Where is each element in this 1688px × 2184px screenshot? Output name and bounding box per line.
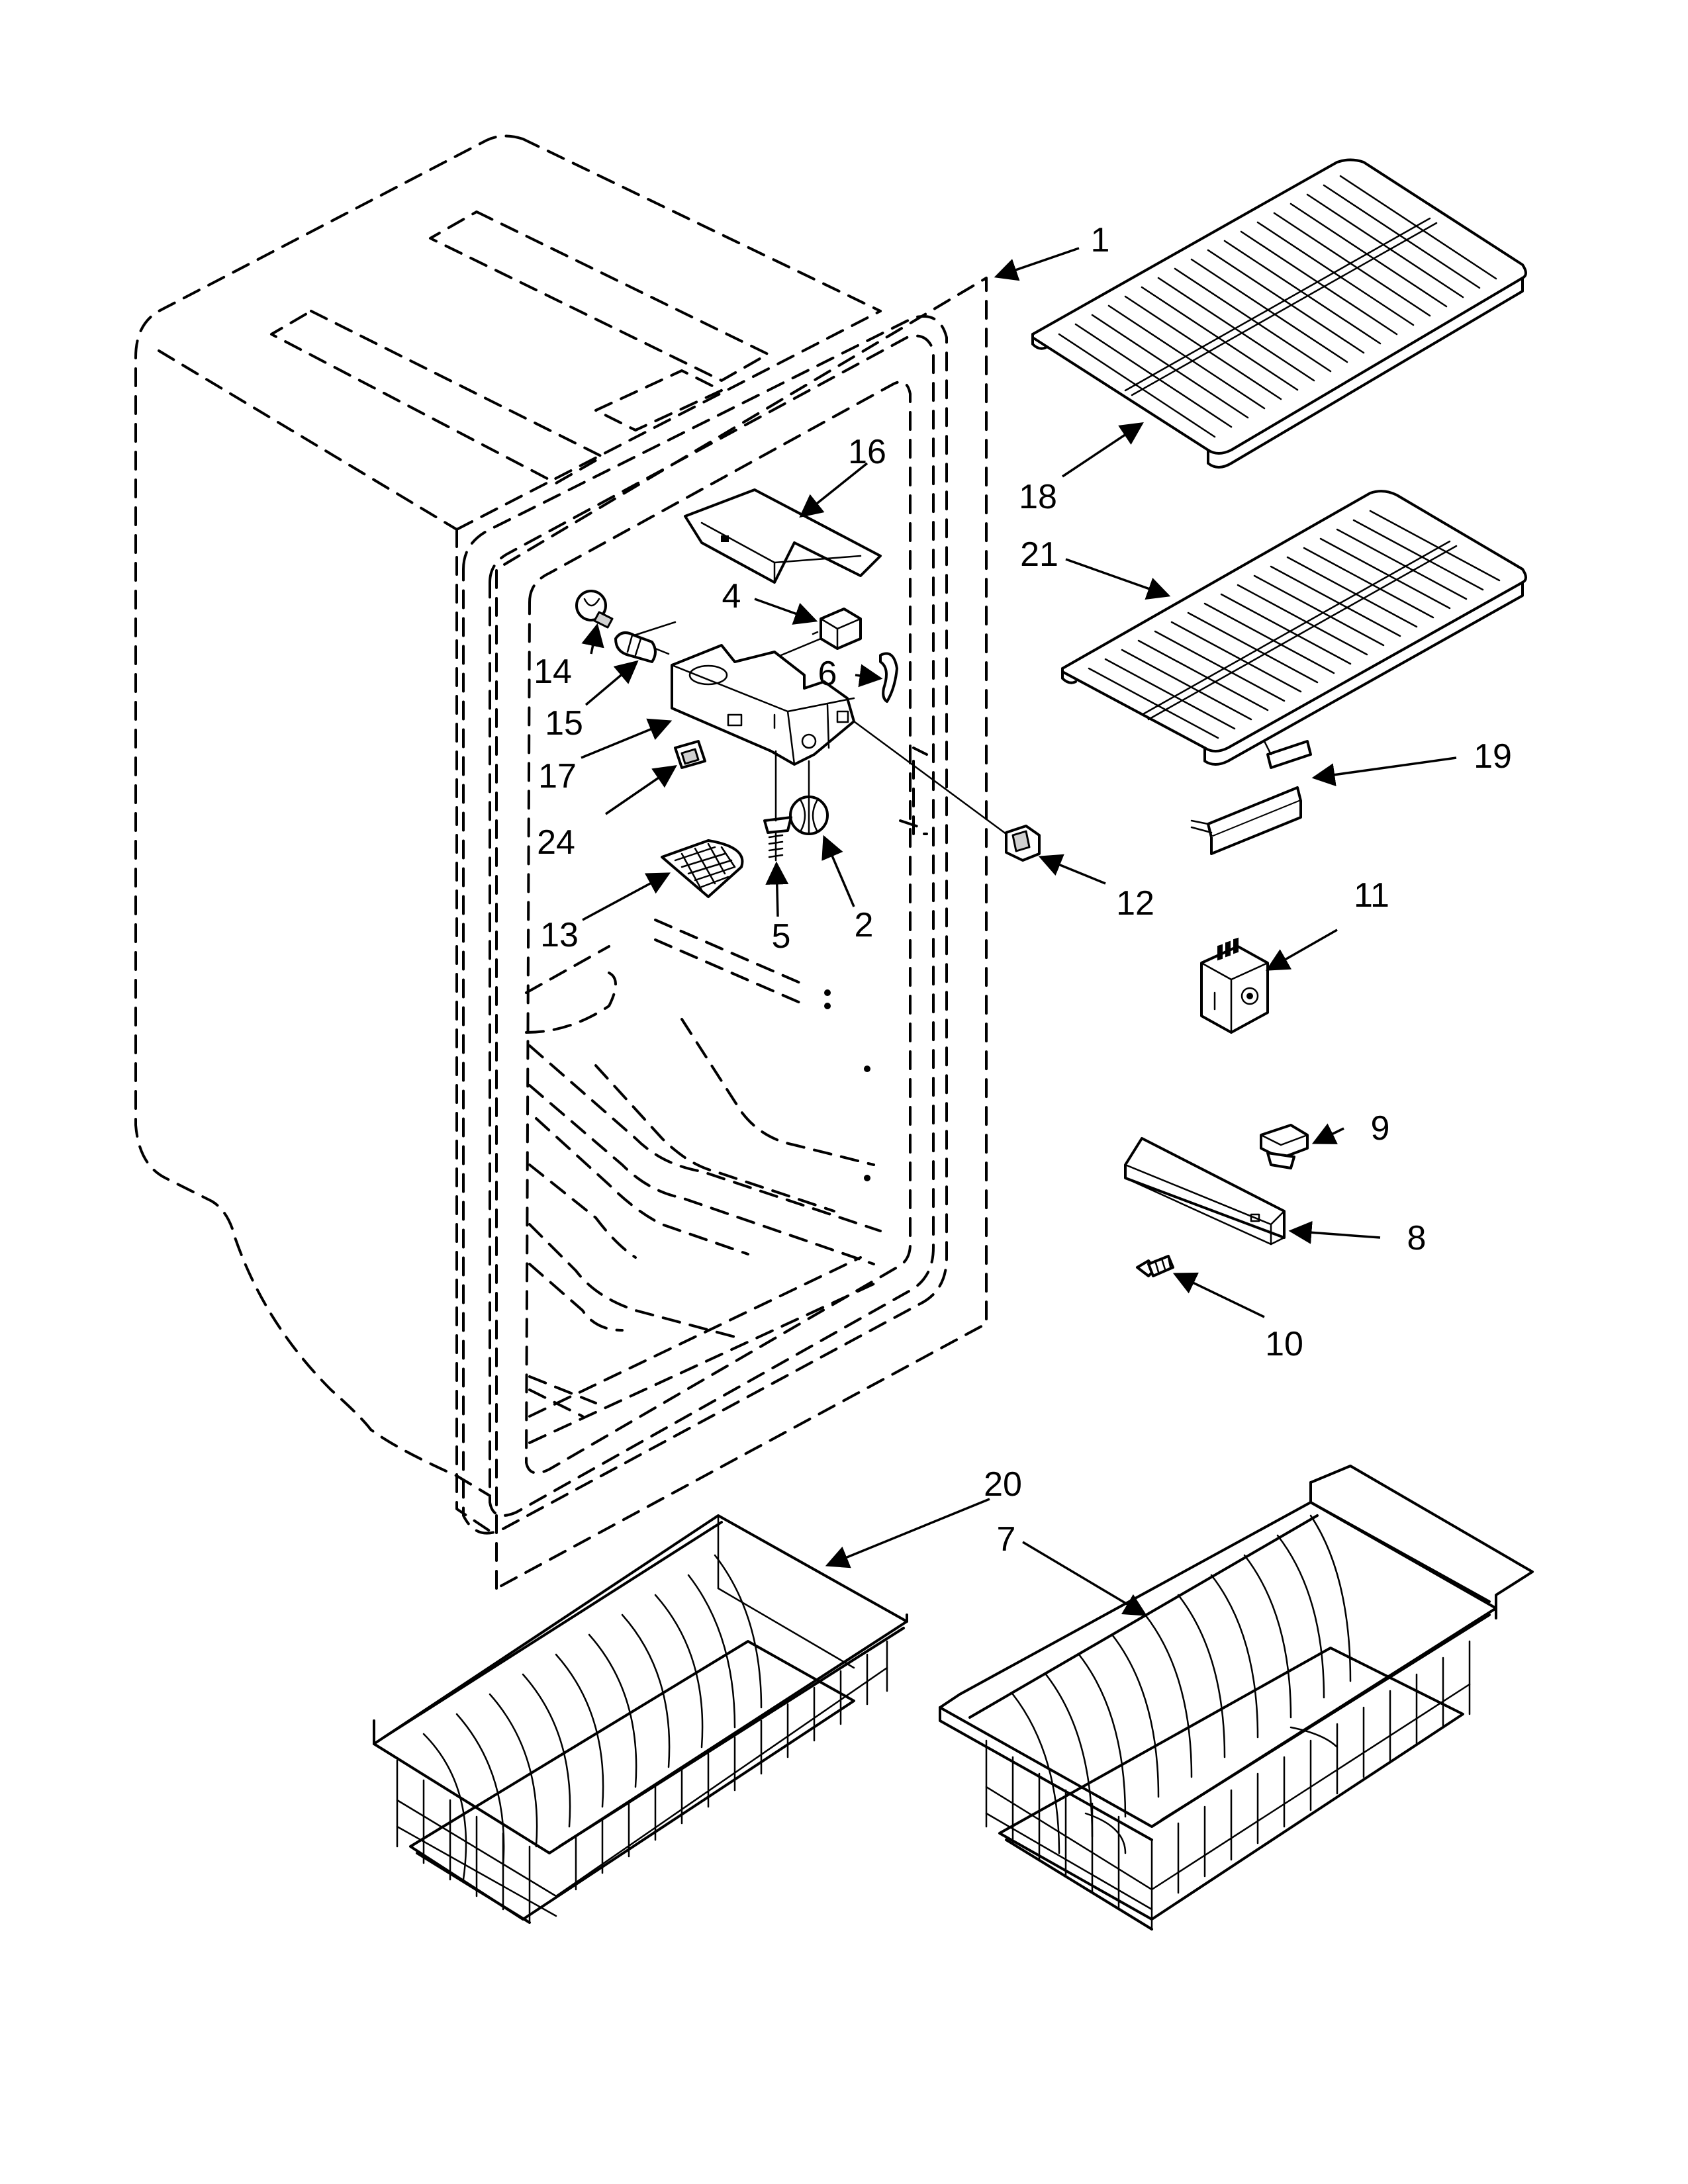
part-12-switch — [1005, 825, 1041, 862]
leader-lines — [581, 247, 1457, 1616]
callout-17: 17 — [538, 757, 577, 796]
part-11-control-switch — [1200, 937, 1269, 1034]
part-5-screw — [763, 816, 792, 862]
callout-21: 21 — [1020, 535, 1058, 574]
part-8-bracket — [1124, 1137, 1286, 1246]
callout-labels: 1 2 4 5 6 7 8 9 10 11 12 13 14 15 16 17 … — [534, 221, 1512, 1559]
callout-16: 16 — [848, 433, 886, 471]
callout-10: 10 — [1265, 1325, 1303, 1363]
part-9-cap — [1260, 1124, 1309, 1169]
part-14-bulb — [575, 590, 614, 629]
callout-4: 4 — [722, 577, 741, 615]
callout-6: 6 — [818, 655, 837, 693]
callout-12: 12 — [1116, 884, 1154, 923]
callout-19: 19 — [1474, 737, 1512, 776]
assembly-lines — [633, 621, 1008, 835]
basket-20-front-wires — [396, 1640, 888, 1924]
part-19-shelf-bracket — [1190, 740, 1312, 855]
callout-2: 2 — [855, 906, 874, 944]
callout-9: 9 — [1371, 1109, 1390, 1148]
part-24-switch — [674, 740, 706, 769]
callout-20: 20 — [984, 1465, 1022, 1504]
part-10-screw — [1136, 1255, 1174, 1277]
cabinet-outline — [134, 134, 988, 1590]
callout-7: 7 — [997, 1520, 1016, 1559]
part-15-socket — [614, 631, 670, 663]
part-16-control-cover — [684, 488, 882, 584]
part-7-basket — [939, 1465, 1534, 1931]
callout-15: 15 — [545, 704, 583, 743]
callout-18: 18 — [1019, 478, 1057, 516]
part-21-wire-shelf — [1061, 490, 1527, 766]
part-20-basket — [373, 1514, 908, 1924]
part-6-clip — [879, 652, 898, 703]
part-17-control-housing — [671, 644, 855, 766]
callout-1: 1 — [1091, 221, 1110, 259]
part-2-knob — [789, 796, 829, 835]
shelf-18-wires — [1058, 175, 1497, 438]
callout-5: 5 — [772, 917, 791, 956]
part-4-socket-block — [812, 608, 862, 650]
callout-14: 14 — [534, 653, 572, 691]
callout-8: 8 — [1407, 1219, 1427, 1257]
basket-20-curved-wires — [422, 1554, 763, 1881]
shelf-21-wires — [1088, 510, 1501, 739]
callout-13: 13 — [540, 916, 579, 954]
part-13-light-shield — [661, 839, 744, 898]
part-18-wire-shelf — [1031, 158, 1527, 469]
callout-24: 24 — [537, 823, 575, 862]
basket-7-front-wires — [985, 1640, 1471, 1931]
callout-11: 11 — [1354, 876, 1389, 915]
basket-7-curved-wires — [1011, 1514, 1352, 1854]
